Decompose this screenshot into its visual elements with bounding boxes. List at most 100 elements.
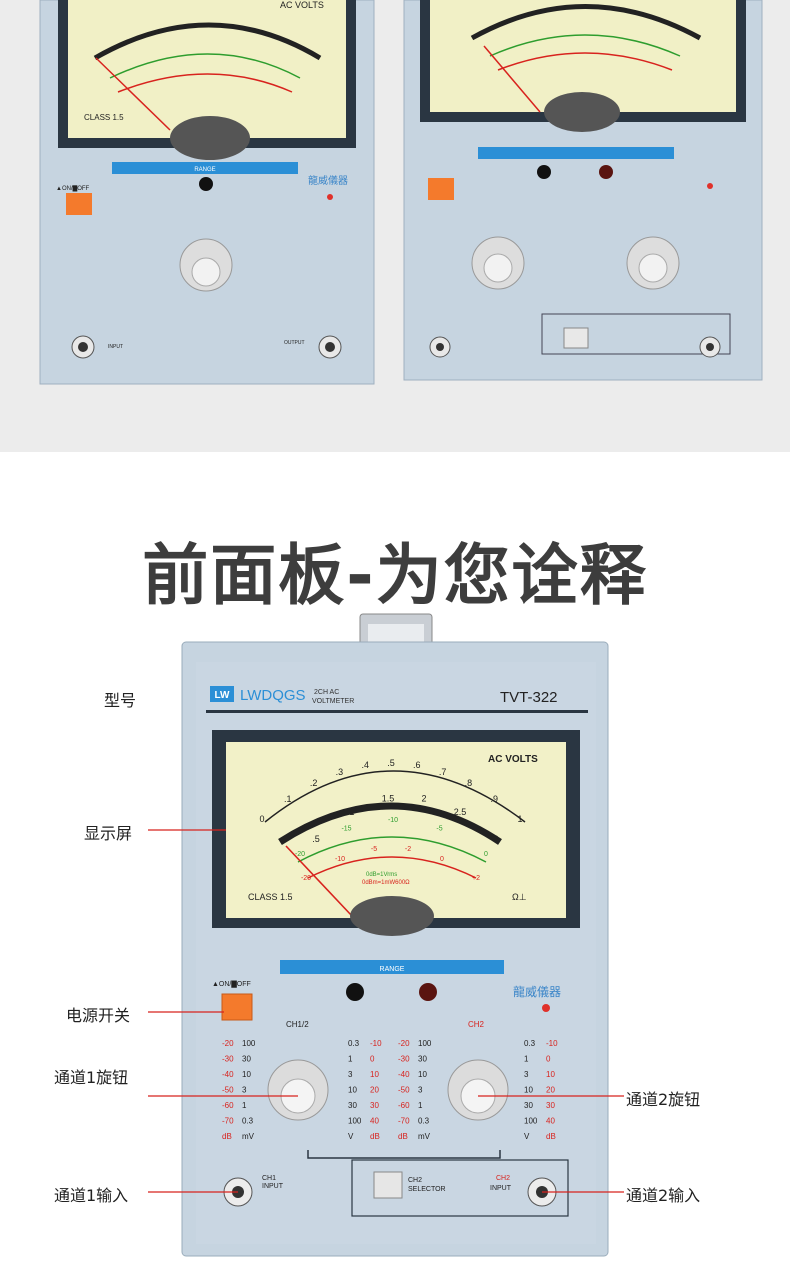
ch2-input-label-1: CH2 — [496, 1175, 510, 1182]
ch1-label: CH1/2 — [286, 1020, 309, 1029]
selector-frame — [351, 1159, 569, 1217]
range-mv-left: mV — [418, 1132, 431, 1141]
scale-top-tick-label: 1 — [517, 814, 522, 824]
power-label: ▲ON/▇OFF — [212, 980, 251, 988]
scale-top-labels: 0.1.2.3.4.5.6.7.8.91 — [259, 758, 522, 824]
scale-top-tick-label: 0 — [259, 814, 264, 824]
range-db-right: 0 — [546, 1055, 551, 1064]
scale-green-tick-label: 0 — [484, 851, 488, 858]
meter-needle — [285, 845, 353, 917]
subtitle-line1: 2CH AC — [314, 689, 339, 696]
ch2-range-knob[interactable] — [447, 1059, 509, 1121]
ch1-indicator-lamp — [346, 983, 364, 1001]
range-v-right: 1 — [348, 1055, 353, 1064]
scale-green-tick-label: -20 — [295, 851, 305, 858]
range-db-right: dB — [370, 1132, 380, 1141]
meter-symbol: Ω⊥ — [512, 892, 527, 902]
range-v-right: 10 — [348, 1086, 357, 1095]
range-db-left: dB — [398, 1132, 408, 1141]
scale-mid-tick-label: .5 — [312, 834, 320, 844]
range-db-left: dB — [222, 1132, 232, 1141]
scale-top-tick-label: .3 — [336, 767, 344, 777]
range-mv-left: 10 — [418, 1070, 427, 1079]
range-db-left: -20 — [222, 1039, 234, 1048]
range-label: RANGE — [194, 167, 215, 173]
scale-top-tick-label: .7 — [439, 767, 447, 777]
ch2-label: CH2 — [468, 1020, 485, 1029]
scale-mid-tick-label: 3 — [493, 834, 498, 844]
meter-note2: 0dBm=1mW600Ω — [362, 880, 410, 886]
scale-green-tick-label: -15 — [341, 826, 351, 833]
power-switch-callout: 电源开关 — [66, 1006, 131, 1025]
scale-green-tick-label: -10 — [388, 817, 398, 824]
scale-red-tick-label: -5 — [371, 846, 377, 853]
range-mv-left: 30 — [242, 1055, 251, 1064]
range-mv-left: 3 — [418, 1086, 423, 1095]
selector-label-1: CH2 — [408, 1177, 422, 1184]
range-db-right: 30 — [370, 1101, 379, 1110]
ch1-range-knob[interactable] — [267, 1059, 329, 1121]
range-db-left: -50 — [222, 1086, 234, 1095]
svg-text:RANGE: RANGE — [380, 966, 405, 973]
ch2-knob-callout: 通道2旋钮 — [626, 1090, 701, 1109]
power-button[interactable] — [221, 993, 253, 1021]
scale-top-tick-label: .8 — [465, 778, 473, 788]
logo-box — [210, 686, 234, 702]
range-db-right: -10 — [370, 1039, 382, 1048]
ch2-input-callout: 通道2输入 — [626, 1186, 701, 1205]
scale-green-tick-label: -5 — [436, 826, 442, 833]
subtitle-line2: VOLTMETER — [312, 698, 354, 705]
scale-red-tick-label: -2 — [405, 846, 411, 853]
input-label: INPUT — [108, 344, 123, 350]
scale-top-tick-label: .1 — [284, 794, 292, 804]
range-v-right: 10 — [524, 1086, 533, 1095]
range-mv-left: 3 — [242, 1086, 247, 1095]
range-v-right: V — [348, 1132, 354, 1141]
range-db-right: 20 — [370, 1086, 379, 1095]
ch1-input-callout: 通道1输入 — [54, 1186, 129, 1205]
range-db-right: 40 — [370, 1117, 379, 1126]
scale-mid-tick-label: 1.5 — [382, 794, 395, 804]
range-db-right: dB — [546, 1132, 556, 1141]
range-v-right: 30 — [348, 1101, 357, 1110]
range-db-left: -50 — [398, 1086, 410, 1095]
selector-label-2: SELECTOR — [408, 1186, 446, 1193]
range-v-right: 0.3 — [348, 1039, 360, 1048]
range-db-right: -10 — [546, 1039, 558, 1048]
meter-scale-arc — [278, 802, 502, 845]
range-mv-left: mV — [242, 1132, 255, 1141]
range-db-left: -40 — [398, 1070, 410, 1079]
range-db-left: -30 — [398, 1055, 410, 1064]
range-db-left: -60 — [222, 1101, 234, 1110]
range-v-right: 0.3 — [524, 1039, 536, 1048]
svg-text:LW: LW — [215, 690, 231, 701]
maker-cn: 龍威儀器 — [308, 174, 348, 187]
ch2-indicator-lamp — [419, 983, 437, 1001]
scale-mid-tick-label: 2.5 — [454, 807, 467, 817]
range-db-right: 30 — [546, 1101, 555, 1110]
maker-cn: 龍威儀器 — [513, 984, 561, 999]
scale-red-tick-label: 0 — [440, 856, 444, 863]
single-channel-voltmeter: AC VOLTS CLASS 1.5 RANGE 龍威儀器 ▲ON/▇OFF I… — [39, 0, 375, 385]
range-v-right: 3 — [348, 1070, 353, 1079]
ch2-input-label-2: INPUT — [490, 1185, 512, 1192]
model-number: TVT-322 — [500, 689, 558, 706]
range-db-right: 20 — [546, 1086, 555, 1095]
range-db-left: -40 — [222, 1070, 234, 1079]
mirror-dome — [350, 896, 434, 936]
range-db-right: 0 — [370, 1055, 375, 1064]
ch2-selector-switch[interactable] — [373, 1171, 403, 1199]
page-heading: 前面板-为您诠释 — [142, 537, 648, 614]
output-label: OUTPUT — [284, 340, 305, 346]
ch1-input-label-1: CH1 — [262, 1175, 276, 1182]
range-v-right: 3 — [524, 1070, 529, 1079]
range-v-right: 1 — [524, 1055, 529, 1064]
range-v-right: 100 — [348, 1117, 362, 1126]
range-db-left: -60 — [398, 1101, 410, 1110]
range-mv-left: 100 — [418, 1039, 432, 1048]
range-db-right: 40 — [546, 1117, 555, 1126]
